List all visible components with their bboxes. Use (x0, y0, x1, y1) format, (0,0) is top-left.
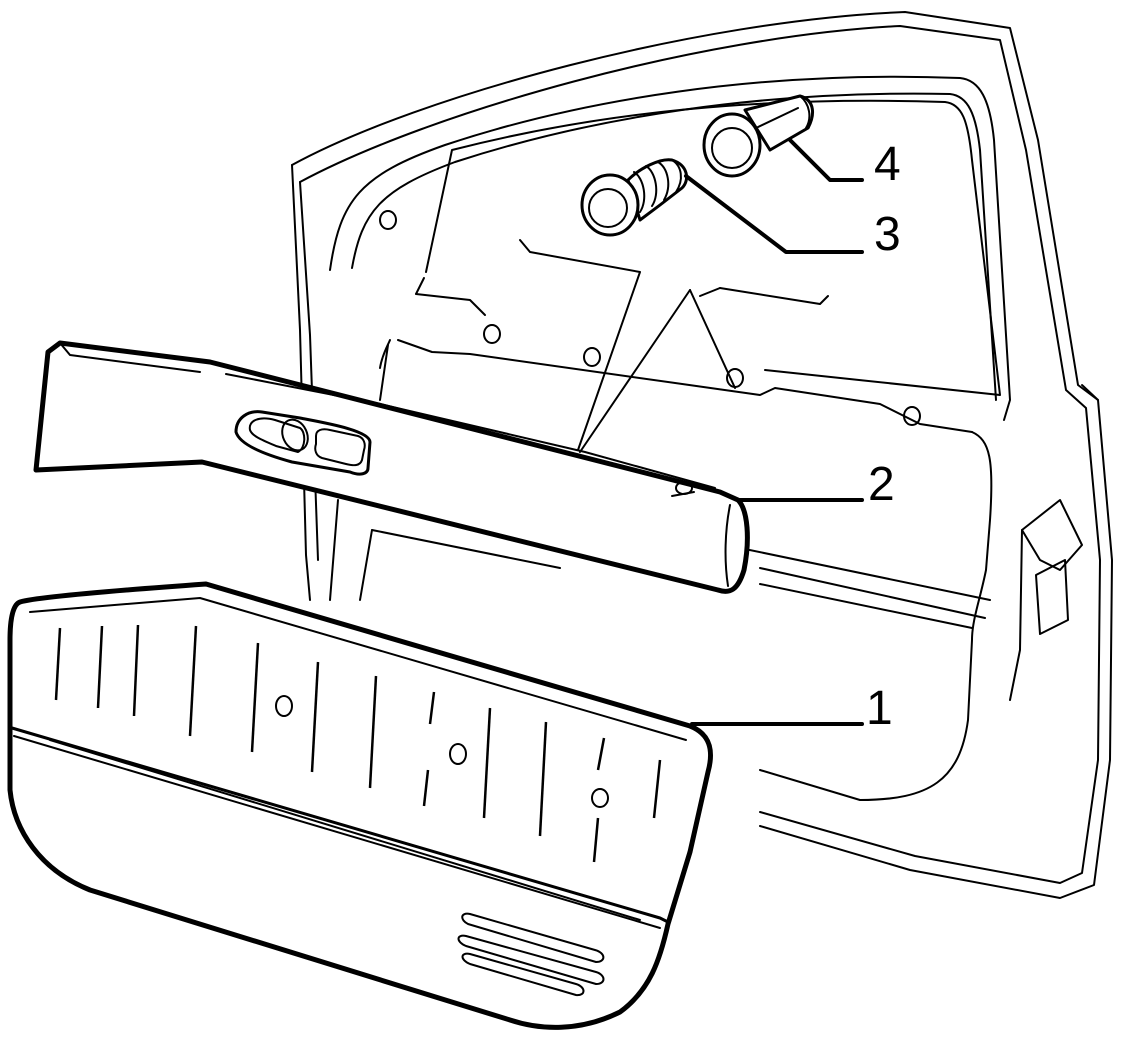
callout-4: 4 (874, 138, 901, 191)
clip-leader-lines (519, 239, 829, 453)
door-frame (291, 11, 1113, 899)
frame-holes (379, 210, 921, 426)
callout-leaders (684, 138, 864, 726)
callout-3: 3 (874, 208, 901, 261)
callout-2: 2 (868, 458, 895, 511)
callout-labels: 4 3 2 1 (866, 138, 901, 735)
callout-1: 1 (866, 682, 893, 735)
leader-4 (788, 138, 864, 182)
part-4-push-clip (702, 94, 814, 178)
panel-ribs (54, 624, 662, 863)
part-2-upper-trim-strip (33, 340, 750, 594)
part-3-ribbed-clip (580, 158, 689, 237)
leader-3 (684, 174, 864, 254)
speaker-grille (457, 912, 605, 997)
part-1-lower-trim-panel (7, 581, 714, 1030)
